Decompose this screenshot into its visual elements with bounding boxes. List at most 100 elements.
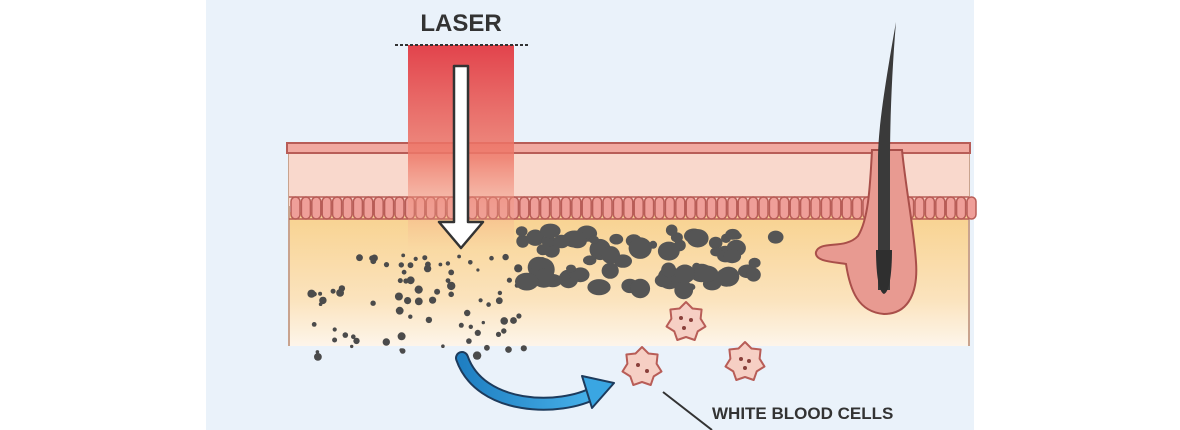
ink-fragment [401,269,407,275]
ink-fragment [423,264,432,273]
ink-cluster [694,265,719,283]
ink-fragment [510,317,517,324]
ink-fragment [500,317,509,325]
basal-cell [591,196,603,220]
ink-fragment [414,285,423,294]
ink-cluster [588,235,600,244]
ink-cluster [748,257,761,268]
ink-fragment [441,344,445,349]
basal-cell [914,196,925,220]
ink-fragment [369,255,375,261]
basal-cell [612,196,624,220]
ink-cluster [725,228,741,240]
ink-fragment [397,278,403,284]
ink-cluster [674,280,694,300]
basal-cell [841,196,852,220]
ink-cluster [541,235,556,247]
ink-fragment [506,277,512,283]
basal-cell [779,196,790,220]
basal-cell [675,196,686,220]
ink-fragment [319,296,327,305]
ink-fragment [353,337,360,345]
ink-fragment [466,338,472,344]
ink-fragment [468,260,473,265]
basal-cell [955,196,967,220]
laser-label: LASER [420,10,501,37]
basal-cell [747,196,759,220]
basal-cell [820,196,832,220]
ink-fragment [457,254,461,259]
ink-fragment [448,269,455,276]
ink-cluster [716,267,737,287]
basal-cell [581,196,592,220]
ink-fragment [520,345,527,352]
ink-cluster [587,279,611,296]
white-blood-cell [621,346,663,386]
basal-cell [550,196,561,220]
hair-shaft [878,22,896,290]
ink-fragment [399,348,404,352]
basal-cell [706,196,717,220]
ink-fragment [445,261,451,266]
ink-fragment [468,324,473,329]
ink-fragment [448,291,455,298]
ink-fragment [495,331,502,337]
ink-fragment [407,262,414,269]
ink-fragment [478,298,483,303]
basal-cell [685,196,696,220]
ink-fragment [458,322,464,328]
ink-fragment [464,309,471,317]
ink-cluster [516,234,530,248]
ink-fragment [481,320,485,325]
ink-fragment [314,353,322,361]
ink-fragment [342,332,349,338]
basal-cell [935,196,946,220]
basal-cell [654,196,665,220]
ink-fragment [505,346,512,353]
ink-fragment [447,281,456,291]
ink-fragment [404,297,412,305]
ink-cluster [665,224,678,236]
ink-fragment [332,337,338,343]
basal-cell [321,196,332,220]
ink-fragment [356,254,363,262]
ink-fragment [383,262,390,268]
ink-cluster [553,234,570,249]
basal-cell [623,196,634,220]
transport-arrow-fill [457,353,601,409]
ink-cluster [583,255,597,266]
basal-cell [311,196,322,220]
tattoo-ink-clusters [515,223,784,300]
basal-cell [363,196,374,220]
ink-fragment [425,316,433,324]
ink-cluster [686,229,709,248]
basal-cell [758,196,769,220]
ink-fragment [502,253,509,261]
ink-cluster [657,241,680,261]
ink-cluster [536,244,550,256]
ink-fragment [401,253,406,258]
ink-fragment [336,289,344,297]
ink-fragment [395,306,404,315]
ink-fragment [474,329,481,336]
ink-fragment [489,255,494,261]
ink-fragment [330,288,336,294]
basal-cell [633,196,644,220]
basal-cell [716,196,728,220]
basal-cell [571,196,582,220]
ink-cluster [540,223,561,239]
ink-fragment [422,255,428,261]
ink-fragment [484,344,490,351]
basal-cell [664,196,676,220]
basal-cell [789,196,800,220]
basal-cell [519,196,530,220]
ink-fragment [476,268,480,272]
basal-cell [799,196,811,220]
label-pointer-line [662,391,713,430]
basal-cell [831,196,842,220]
ink-fragment [311,322,317,327]
basal-cell [810,196,821,220]
basal-cell [394,196,405,220]
ink-fragment [406,276,415,285]
